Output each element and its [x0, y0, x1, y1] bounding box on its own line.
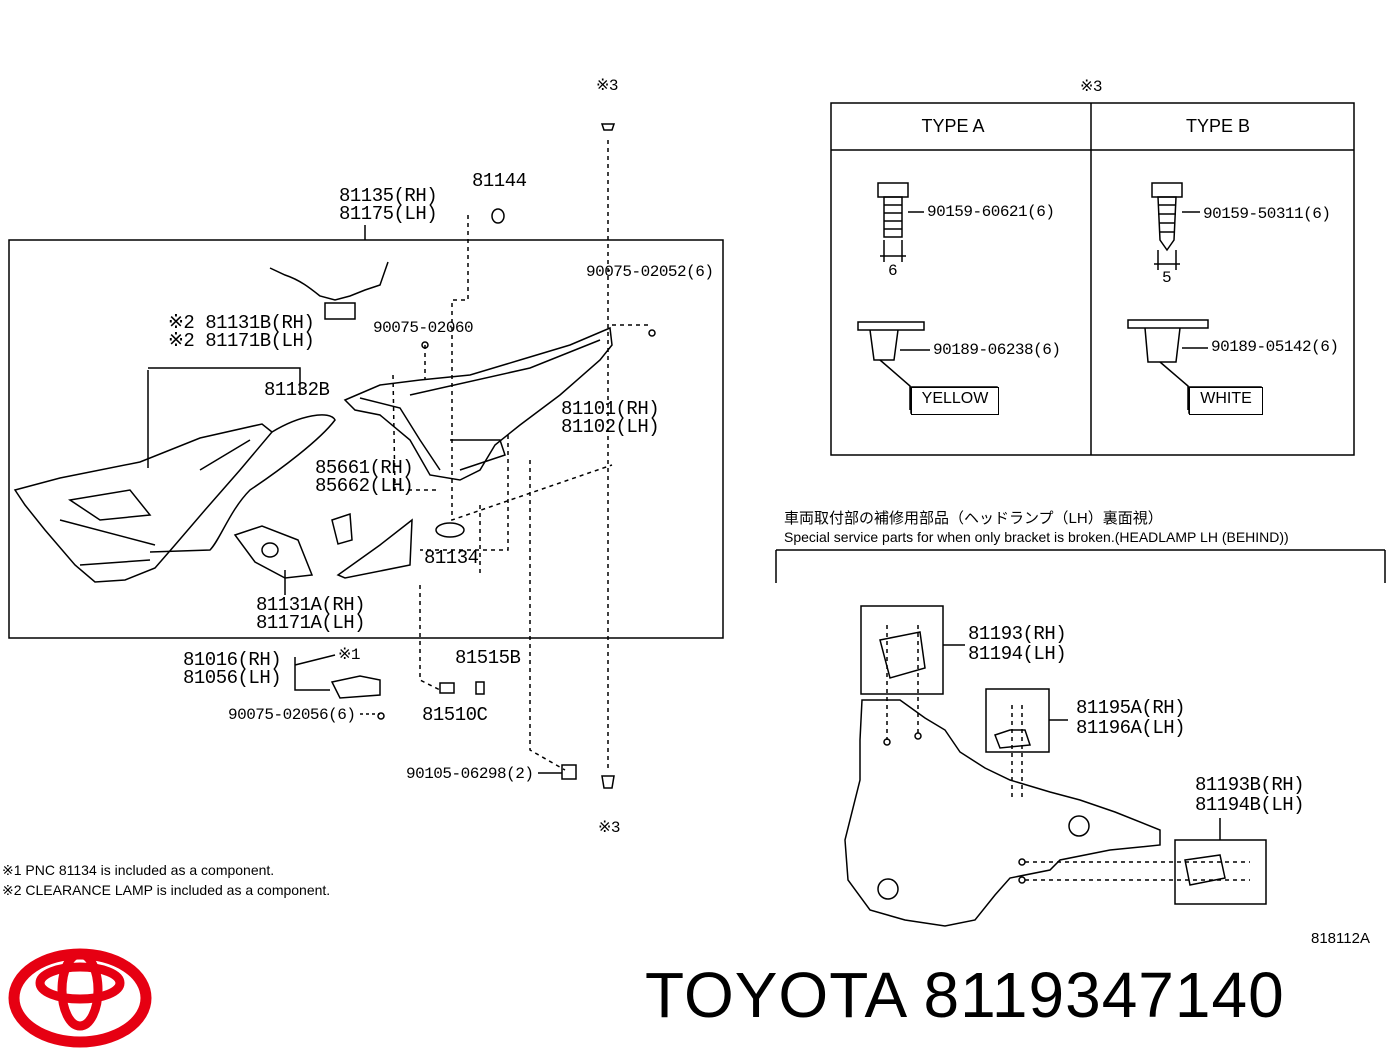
- footnote-1: ※1 PNC 81134 is included as a component.: [2, 862, 275, 878]
- mark3-bottom: ※3: [598, 819, 621, 837]
- label-90075-02056: 90075-02056(6): [228, 706, 356, 724]
- bracket-box-81193: [860, 605, 944, 695]
- label-81194: 81194(LH): [968, 643, 1067, 665]
- assembly-frame: [8, 239, 724, 639]
- label-90075-02060: 90075-02060: [373, 319, 474, 337]
- label-81134: 81134: [424, 547, 479, 569]
- label-81171a: 81171A(LH): [256, 612, 366, 634]
- type-b-clip-label: 90189-05142(6): [1211, 338, 1339, 356]
- type-a-color: YELLOW: [911, 387, 999, 415]
- label-85661: 85661(RH): [315, 457, 414, 479]
- label-85662: 85662(LH): [315, 475, 414, 497]
- label-81144: 81144: [472, 170, 527, 192]
- fastener-type-table: [830, 102, 1355, 456]
- mark1: ※1: [338, 646, 361, 664]
- label-81175: 81175(LH): [339, 203, 438, 225]
- label-81515b: 81515B: [455, 647, 521, 669]
- label-81193: 81193(RH): [968, 623, 1067, 645]
- fog-lamp: [233, 525, 314, 579]
- label-81131b: ※2 81131B(RH): [168, 312, 315, 334]
- label-81194b: 81194B(LH): [1195, 794, 1305, 816]
- label-90105-06298: 90105-06298(2): [406, 765, 534, 783]
- diagram-id: 818112A: [1311, 930, 1370, 947]
- label-81193b: 81193B(RH): [1195, 774, 1305, 796]
- type-b-header: TYPE B: [1185, 116, 1251, 136]
- label-81171b: ※2 81171B(LH): [168, 330, 315, 352]
- bracket-box-81195a: [985, 688, 1050, 753]
- bracket-box-81193b: [1174, 839, 1267, 905]
- label-81101: 81101(RH): [561, 398, 660, 420]
- label-90075-02052: 90075-02052(6): [586, 263, 714, 281]
- label-81132b: 81132B: [264, 379, 330, 401]
- headlamp-back-outline: [844, 699, 1161, 927]
- type-b-bolt-dim: 5: [1162, 269, 1172, 287]
- label-81056: 81056(LH): [183, 667, 282, 689]
- label-81131a: 81131A(RH): [256, 594, 366, 616]
- label-81195a: 81195A(RH): [1076, 697, 1186, 719]
- type-a-clip-label: 90189-06238(6): [933, 341, 1061, 359]
- label-81102: 81102(LH): [561, 416, 660, 438]
- label-81196a: 81196A(LH): [1076, 717, 1186, 739]
- mark3-table: ※3: [1080, 78, 1103, 96]
- label-81135: 81135(RH): [339, 185, 438, 207]
- service-title-jp: 車両取付部の補修用部品（ヘッドランプ（LH）裏面視）: [784, 510, 1163, 527]
- label-81016: 81016(RH): [183, 649, 282, 671]
- headlamp-lens: [13, 423, 274, 583]
- type-a-bolt-label: 90159-60621(6): [927, 203, 1055, 221]
- type-a-header: TYPE A: [921, 116, 985, 136]
- service-title-en: Special service parts for when only brac…: [784, 529, 1289, 545]
- wire-harness: [269, 261, 389, 301]
- mark3-top: ※3: [596, 77, 619, 95]
- footnote-2: ※2 CLEARANCE LAMP is included as a compo…: [2, 882, 331, 898]
- type-b-color: WHITE: [1189, 387, 1263, 415]
- toyota-logo-icon: [8, 948, 152, 1048]
- type-b-bolt-label: 90159-50311(6): [1203, 205, 1331, 223]
- label-81510c: 81510C: [422, 704, 488, 726]
- part-number-title: TOYOTA 8119347140: [645, 959, 1285, 1031]
- headlamp-housing: [343, 326, 613, 481]
- type-a-bolt-dim: 6: [888, 262, 898, 280]
